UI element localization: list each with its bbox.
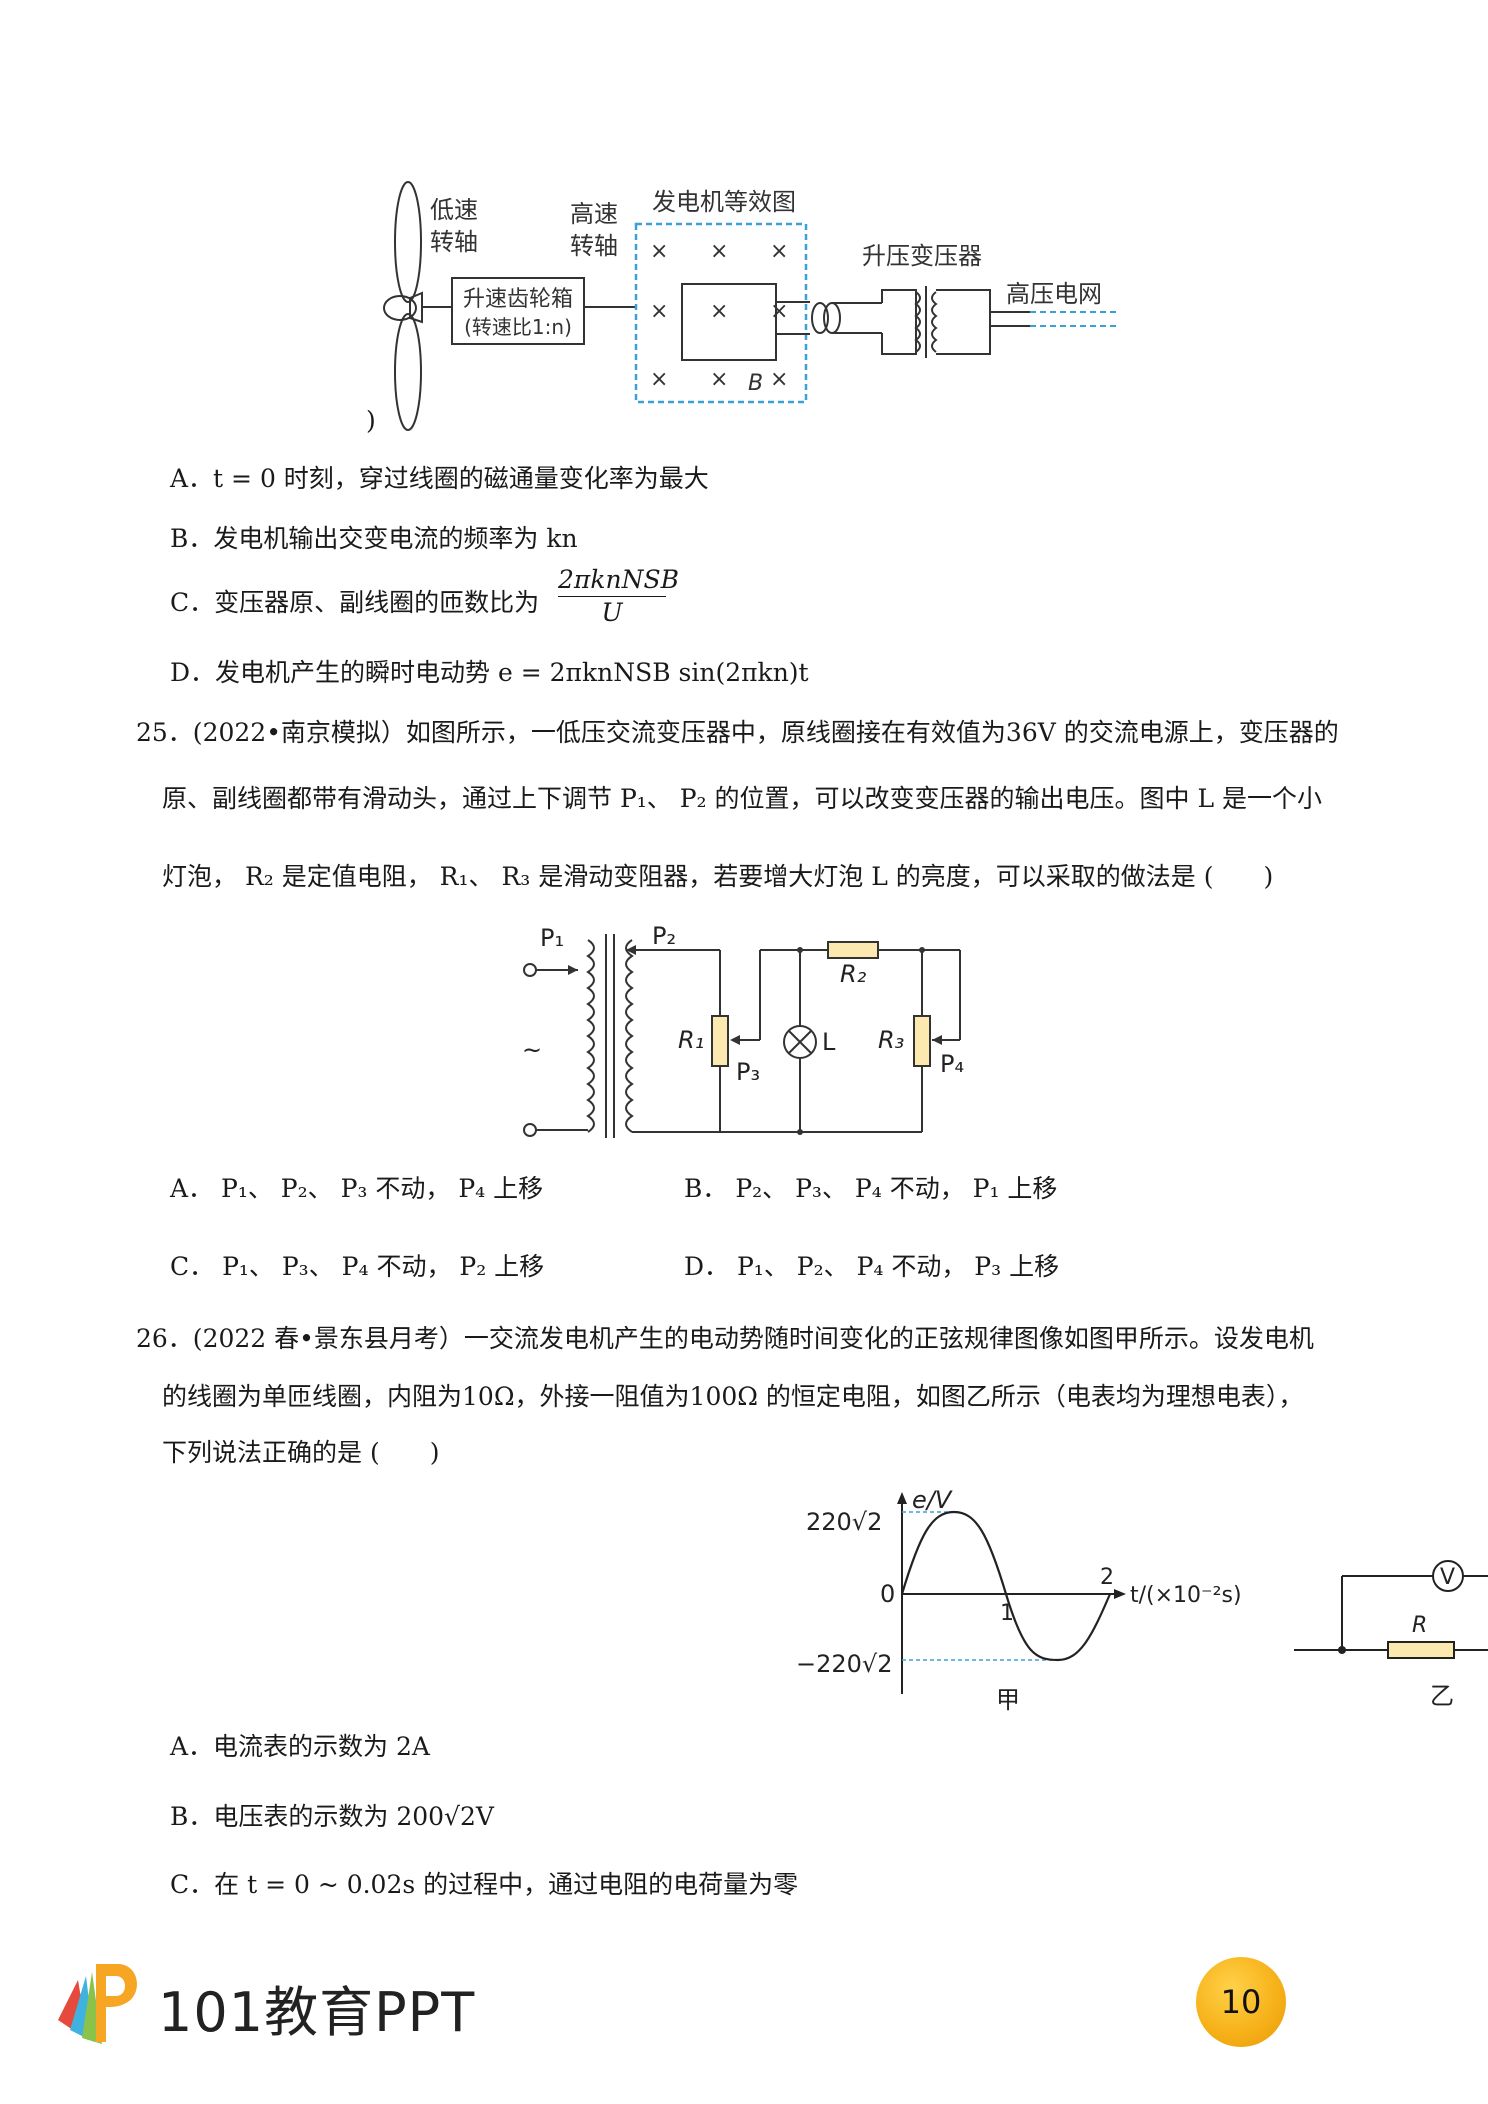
q26-stem-line-3: 下列说法正确的是 ( ) xyxy=(162,1438,440,1467)
x-tick-1: 1 xyxy=(1000,1601,1014,1626)
q24-option-d: D．发电机产生的瞬时电动势 e = 2πknNSB sin(2πkn)t xyxy=(170,658,809,687)
field-cross: × xyxy=(770,239,788,264)
field-cross: × xyxy=(710,367,728,392)
q25-stem-line-3: 灯泡， R₂ 是定值电阻， R₁、 R₃ 是滑动变阻器，若要增大灯泡 L 的亮度… xyxy=(162,862,1274,891)
ac-source-symbol: ~ xyxy=(522,1036,542,1064)
gearbox-label: 升速齿轮箱 xyxy=(463,287,573,312)
q26-option-a: A．电流表的示数为 2A xyxy=(170,1732,430,1761)
q25-option-a: A． P₁、 P₂、 P₃ 不动， P₄ 上移 xyxy=(170,1174,544,1203)
generator-title: 发电机等效图 xyxy=(652,188,796,216)
q25-option-b: B． P₂、 P₃、 P₄ 不动， P₁ 上移 xyxy=(684,1174,1058,1203)
x-axis-label: t/(×10⁻²s) xyxy=(1130,1583,1242,1608)
high-speed-label-1: 高速 xyxy=(570,200,618,228)
q24-option-c-fraction: 2πknNSB U xyxy=(558,564,679,629)
field-cross: × xyxy=(650,367,668,392)
wind-generator-diagram: 升速齿轮箱 (转速比1:n) 低速 转轴 高速 转轴 发电机等效图 × × × … xyxy=(383,181,1118,431)
field-cross: × xyxy=(710,299,728,324)
transformer-title: 升压变压器 xyxy=(862,242,982,270)
q25-option-d: D． P₁、 P₂、 P₄ 不动， P₃ 上移 xyxy=(684,1252,1060,1281)
question-24-tail: ) xyxy=(366,406,376,435)
brand-logo-icon xyxy=(58,1964,137,2044)
field-cross: × xyxy=(650,299,668,324)
y-min-label: −220√2 xyxy=(796,1650,892,1678)
q26-stem-line-2: 的线圈为单匝线圈，内阻为10Ω，外接一阻值为100Ω 的恒定电阻，如图乙所示（电… xyxy=(162,1382,1304,1411)
grid-label: 高压电网 xyxy=(1006,280,1102,308)
lamp-label: L xyxy=(822,1028,836,1056)
figure-caption-yi: 乙 xyxy=(1430,1682,1454,1710)
page-number-badge: 10 xyxy=(1196,1957,1286,2047)
figure-caption-jia: 甲 xyxy=(996,1686,1020,1714)
high-speed-label-2: 转轴 xyxy=(570,232,618,260)
p4-label: P₄ xyxy=(940,1050,964,1078)
y-max-label: 220√2 xyxy=(806,1508,882,1536)
transformer-circuit-diagram: P₁ ~ P₂ R₁ P₃ R₂ L R₃ P₄ xyxy=(522,922,964,1138)
resistor-label: R xyxy=(1412,1613,1427,1638)
q25-stem-line-1: 25．(2022•南京模拟）如图所示，一低压交流变压器中，原线圈接在有效值为36… xyxy=(136,718,1339,747)
x-tick-2: 2 xyxy=(1100,1565,1114,1590)
low-speed-label-1: 低速 xyxy=(430,196,478,224)
origin-label: 0 xyxy=(880,1580,895,1608)
q24-option-a: A．t = 0 时刻，穿过线圈的磁通量变化率为最大 xyxy=(170,464,709,493)
field-cross: × xyxy=(770,367,788,392)
fraction-numerator: 2πknNSB xyxy=(558,564,679,597)
r2-label: R₂ xyxy=(840,960,867,988)
q24-option-b: B．发电机输出交变电流的频率为 kn xyxy=(170,524,578,553)
voltmeter-resistor-circuit: V R 乙 xyxy=(1294,1560,1488,1710)
field-cross: × xyxy=(650,239,668,264)
q26-option-c: C．在 t = 0 ~ 0.02s 的过程中，通过电阻的电荷量为零 xyxy=(170,1870,799,1899)
p3-label: P₃ xyxy=(736,1058,760,1086)
q24-option-c-text: C．变压器原、副线圈的匝数比为 xyxy=(170,588,540,617)
fraction-denominator: U xyxy=(601,598,623,627)
emf-sine-graph: e/V 220√2 0 −220√2 1 2 t/(×10⁻²s) 甲 xyxy=(796,1486,1242,1714)
p1-label: P₁ xyxy=(540,924,564,952)
q24-option-c: C．变压器原、副线圈的匝数比为 2πknNSB U xyxy=(170,565,679,627)
r1-label: R₁ xyxy=(678,1026,704,1054)
q26-option-b: B．电压表的示数为 200√2V xyxy=(170,1802,494,1831)
r3-label: R₃ xyxy=(878,1026,904,1054)
q25-option-c: C． P₁、 P₃、 P₄ 不动， P₂ 上移 xyxy=(170,1252,545,1281)
field-cross: × xyxy=(710,239,728,264)
field-b-label: B xyxy=(748,371,763,396)
gearbox-ratio-label: (转速比1:n) xyxy=(464,315,572,339)
voltmeter-label: V xyxy=(1440,1565,1455,1590)
field-cross: × xyxy=(770,299,788,324)
y-axis-label: e/V xyxy=(912,1486,953,1514)
p2-label: P₂ xyxy=(652,922,676,950)
brand-logo-text: 101教育PPT xyxy=(158,1981,476,2044)
q25-stem-line-2: 原、副线圈都带有滑动头，通过上下调节 P₁、 P₂ 的位置，可以改变变压器的输出… xyxy=(162,784,1323,813)
q26-stem-line-1: 26．(2022 春•景东县月考）一交流发电机产生的电动势随时间变化的正弦规律图… xyxy=(136,1324,1314,1353)
page-number: 10 xyxy=(1220,1983,1262,2021)
low-speed-label-2: 转轴 xyxy=(430,228,478,256)
